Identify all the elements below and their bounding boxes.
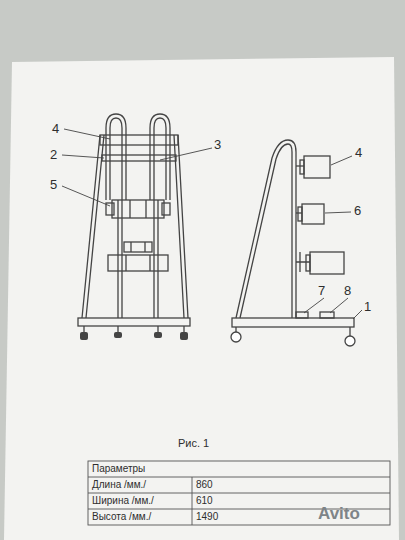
watermark: Avito [318, 505, 360, 522]
callout-number: 3 [214, 138, 221, 151]
callout-number: 4 [52, 122, 59, 135]
callout-number: 6 [354, 204, 361, 217]
callout-number: 2 [50, 148, 57, 161]
front-wheels [80, 332, 188, 340]
callout-number: 7 [318, 284, 325, 297]
callout-number: 5 [50, 178, 57, 191]
parameter-table [88, 461, 390, 525]
paper-sheet [4, 57, 399, 540]
table-cell: 610 [196, 496, 213, 506]
front-view [78, 114, 190, 333]
table-cell: Длина /мм./ [92, 480, 146, 490]
callout-number: 1 [364, 300, 371, 313]
leader-lines [62, 129, 362, 319]
callout-number: 8 [344, 284, 351, 297]
table-cell: Высота /мм./ [92, 512, 151, 522]
callout-number: 4 [355, 146, 362, 159]
table-cell: 860 [196, 480, 213, 490]
side-wheels [231, 327, 355, 346]
table-cell: 1490 [196, 512, 218, 522]
figure-caption: Рис. 1 [178, 438, 209, 449]
table-header: Параметры [92, 464, 145, 474]
side-view [232, 140, 354, 327]
table-cell: Ширина /мм./ [92, 496, 154, 506]
